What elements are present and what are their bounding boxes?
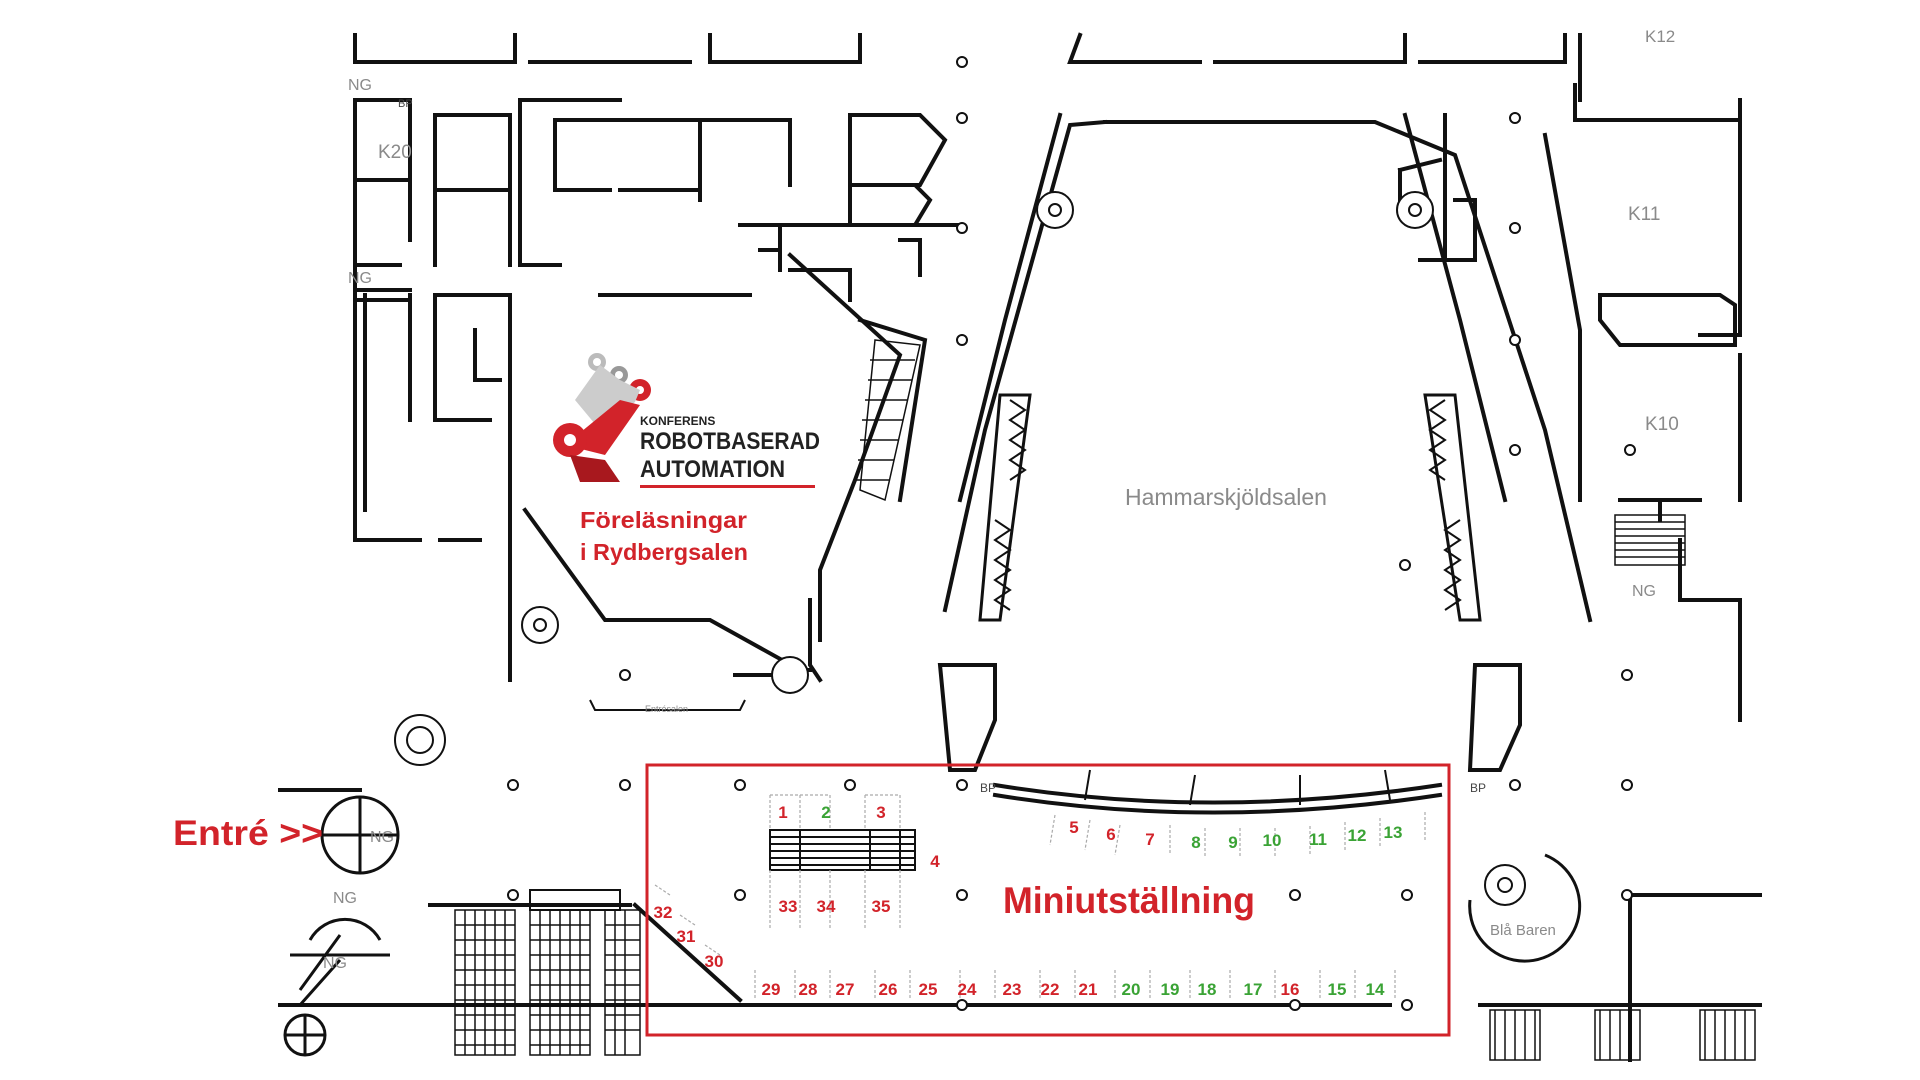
- lectures-note-line-2: i Rydbergsalen: [580, 539, 748, 565]
- room-label-entresalen: Entrésalen: [645, 704, 688, 714]
- booth-number: 6: [1106, 825, 1115, 844]
- room-label-k12: K12: [1645, 27, 1675, 46]
- booth-number: 20: [1122, 980, 1141, 999]
- booth-numbers: 1 2 3 4 5 6 7 8 9 10 11 12 13 14 15 16 1…: [654, 803, 1403, 999]
- conference-logo: KONFERENS ROBOTBASERAD AUTOMATION: [553, 353, 820, 488]
- ng-marker: NG: [333, 890, 357, 907]
- booth-number: 29: [762, 980, 781, 999]
- room-label-k20: K20: [378, 142, 412, 163]
- pillars: [507, 56, 1636, 1011]
- booth-number: 4: [930, 852, 940, 871]
- booth-number: 16: [1281, 980, 1300, 999]
- booth-number: 21: [1079, 980, 1098, 999]
- booth-number: 10: [1263, 831, 1282, 850]
- room-label-k11: K11: [1628, 204, 1660, 225]
- booth-number: 30: [705, 952, 724, 971]
- ng-marker: NG: [1632, 583, 1656, 600]
- booth-number: 19: [1161, 980, 1180, 999]
- booth-number: 32: [654, 903, 673, 922]
- booth-number: 13: [1384, 823, 1403, 842]
- room-label-k10: K10: [1645, 414, 1679, 435]
- booth-number: 23: [1003, 980, 1022, 999]
- exhibition-label: Miniutställning: [1003, 880, 1255, 921]
- ng-marker: NG: [323, 955, 347, 972]
- booth-number: 7: [1145, 830, 1154, 849]
- booth-number: 28: [799, 980, 818, 999]
- booth-number: 17: [1244, 980, 1263, 999]
- bp-marker: BP: [398, 98, 413, 110]
- booth-number: 15: [1328, 980, 1347, 999]
- booth-number: 14: [1366, 980, 1385, 999]
- ng-marker: NG: [348, 77, 372, 94]
- logo-line-1: ROBOTBASERAD: [640, 428, 820, 455]
- spiral-stairs: [394, 191, 1526, 906]
- booth-number: 9: [1228, 833, 1237, 852]
- logo-underline: [640, 485, 815, 488]
- room-label-bla-baren: Blå Baren: [1490, 922, 1556, 939]
- booth-number: 26: [879, 980, 898, 999]
- booth-outlines: [654, 794, 1426, 1000]
- exhibition-area: [645, 763, 1451, 1037]
- booth-number: 2: [821, 803, 830, 822]
- bp-marker: BP: [1470, 781, 1486, 795]
- bar-counter: [1468, 853, 1582, 963]
- booth-number: 25: [919, 980, 938, 999]
- bp-marker: BP: [980, 781, 996, 795]
- ng-marker: NG: [370, 829, 394, 846]
- room-label-hammarskjoldsalen: Hammarskjöldsalen: [1125, 484, 1327, 510]
- booth-number: 5: [1069, 818, 1078, 837]
- revolving-doors: [283, 795, 400, 1057]
- booth-number: 12: [1348, 826, 1367, 845]
- booth-number: 24: [958, 980, 977, 999]
- booth-number: 35: [872, 897, 891, 916]
- booth-number: 33: [779, 897, 798, 916]
- booth-number: 8: [1191, 833, 1200, 852]
- booth-number: 3: [876, 803, 885, 822]
- entrance-label: Entré >>: [173, 814, 323, 853]
- booth-number: 11: [1309, 830, 1327, 849]
- booth-number: 18: [1198, 980, 1217, 999]
- logo-small-text: KONFERENS: [640, 414, 715, 428]
- robot-arm-icon: [553, 353, 651, 482]
- stairs: [454, 339, 1756, 1061]
- lectures-note-line-1: Föreläsningar: [580, 507, 747, 533]
- ng-marker: NG: [348, 270, 372, 287]
- logo-line-2: AUTOMATION: [640, 456, 785, 483]
- booth-number: 22: [1041, 980, 1060, 999]
- booth-number: 1: [778, 803, 787, 822]
- booth-number: 34: [817, 897, 836, 916]
- booth-number: 27: [836, 980, 855, 999]
- booth-number: 31: [677, 927, 696, 946]
